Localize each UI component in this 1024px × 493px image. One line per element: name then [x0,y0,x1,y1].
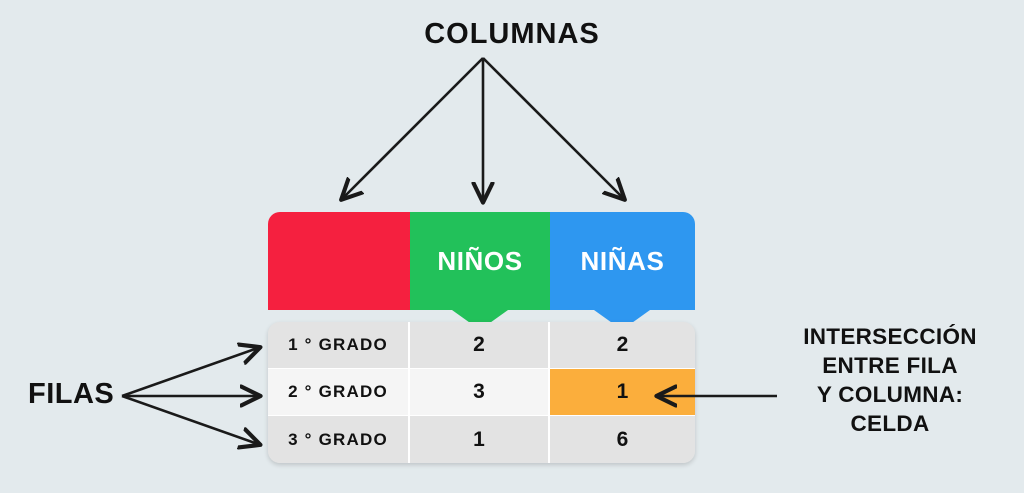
data-table: 1 ° GRADO 2 2 2 ° GRADO 3 1 3 ° GRADO 1 … [268,322,695,463]
table-row: 2 ° GRADO 3 1 [268,369,695,416]
cell-r3-ninos: 1 [410,416,550,463]
note-line-1: INTERSECCIÓN [803,324,977,349]
row-label-1: 1 ° GRADO [268,322,410,369]
note-line-4: CELDA [850,411,930,436]
column-header-ninos-label: NIÑOS [437,245,523,276]
table-row: 3 ° GRADO 1 6 [268,416,695,463]
column-header-blank [268,212,410,310]
column-arrow-right [482,57,623,198]
columns-title: COLUMNAS [424,18,600,50]
cell-r2-ninas-highlighted: 1 [550,369,695,416]
table-row: 1 ° GRADO 2 2 [268,322,695,369]
row-arrow-3 [121,394,258,444]
column-header-ninos: NIÑOS [410,212,550,310]
column-header-ninas: NIÑAS [550,212,695,310]
column-arrow-group [343,57,623,200]
column-arrow-left [343,57,484,198]
cell-r1-ninas: 2 [550,322,695,369]
note-line-3: Y COLUMNA: [816,382,964,407]
column-header-ninas-label: NIÑAS [580,245,665,276]
note-line-2: ENTRE FILA [822,353,958,378]
cell-r3-ninas: 6 [550,416,695,463]
row-arrow-group [121,348,258,444]
row-arrow-1 [121,348,258,398]
row-label-3: 3 ° GRADO [268,416,410,463]
cell-definition-note: INTERSECCIÓN ENTRE FILA Y COLUMNA: CELDA [766,322,1014,438]
row-label-2: 2 ° GRADO [268,369,410,416]
cell-r1-ninos: 2 [410,322,550,369]
cell-r2-ninos: 3 [410,369,550,416]
rows-title: FILAS [28,378,115,410]
